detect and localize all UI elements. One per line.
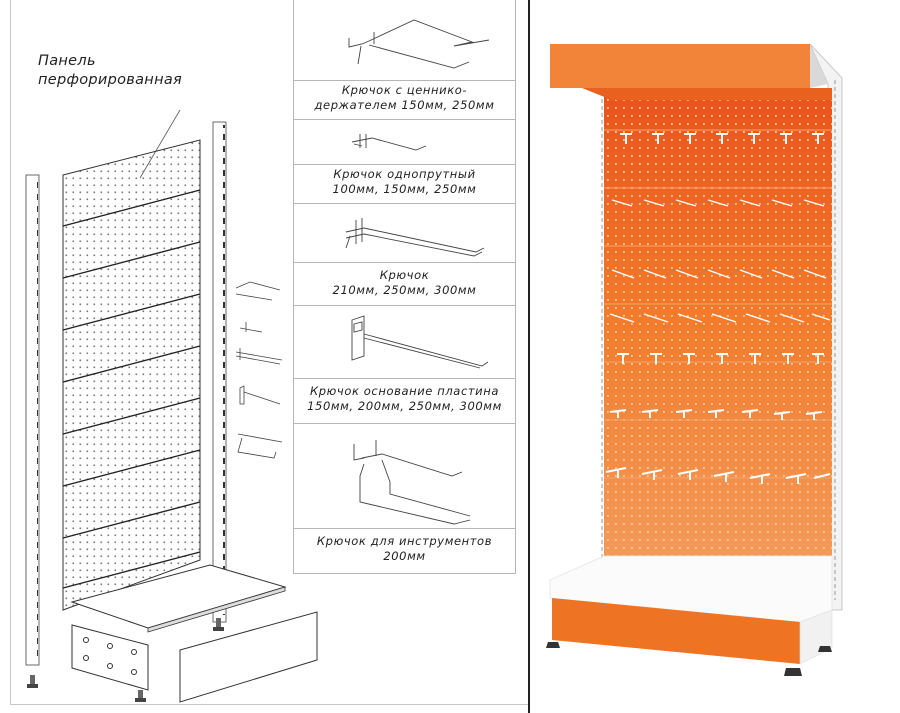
assembly-drawing: Панель перфорированная	[10, 0, 530, 705]
perforated-panels	[62, 139, 201, 611]
side-hooks	[235, 281, 283, 459]
left-upright	[25, 174, 40, 688]
catalog-caption: Крючок 210мм, 250мм, 300мм	[294, 262, 515, 306]
catalog-caption: Крючок основание пластина 150мм, 200мм, …	[294, 378, 515, 424]
hook-with-price-holder-icon	[294, 0, 515, 81]
hook-rows	[605, 133, 831, 484]
base-shelf	[70, 564, 318, 703]
right-upright	[212, 121, 227, 623]
double-wire-hook-icon	[294, 204, 515, 263]
single-wire-hook-icon	[294, 120, 515, 165]
orange-rack-illustration	[546, 43, 843, 676]
tool-hook-icon	[294, 424, 515, 529]
catalog-item-plate-base-hook: Крючок основание пластина 150мм, 200мм, …	[293, 306, 516, 424]
exploded-rack-drawing	[25, 109, 318, 703]
catalog-item-single-wire-hook: Крючок однопрутный 100мм, 150мм, 250мм	[293, 120, 516, 204]
catalog-item-tool-hook: Крючок для инструментов 200мм	[293, 424, 516, 574]
rack-photo	[532, 0, 900, 713]
catalog-item-double-wire-hook: Крючок 210мм, 250мм, 300мм	[293, 204, 516, 306]
drawing-frame-left	[10, 0, 11, 704]
catalog-item-price-holder-hook: Крючок с ценнико- держателем 150мм, 250м…	[293, 0, 516, 120]
drawing-frame-bottom	[10, 704, 530, 705]
catalog-caption: Крючок однопрутный 100мм, 150мм, 250мм	[294, 164, 515, 204]
plate-base-hook-icon	[294, 306, 515, 379]
section-divider	[528, 0, 530, 713]
catalog-caption: Крючок с ценнико- держателем 150мм, 250м…	[294, 80, 515, 120]
panel-label: Панель перфорированная	[38, 53, 183, 88]
catalog-caption: Крючок для инструментов 200мм	[294, 528, 515, 574]
